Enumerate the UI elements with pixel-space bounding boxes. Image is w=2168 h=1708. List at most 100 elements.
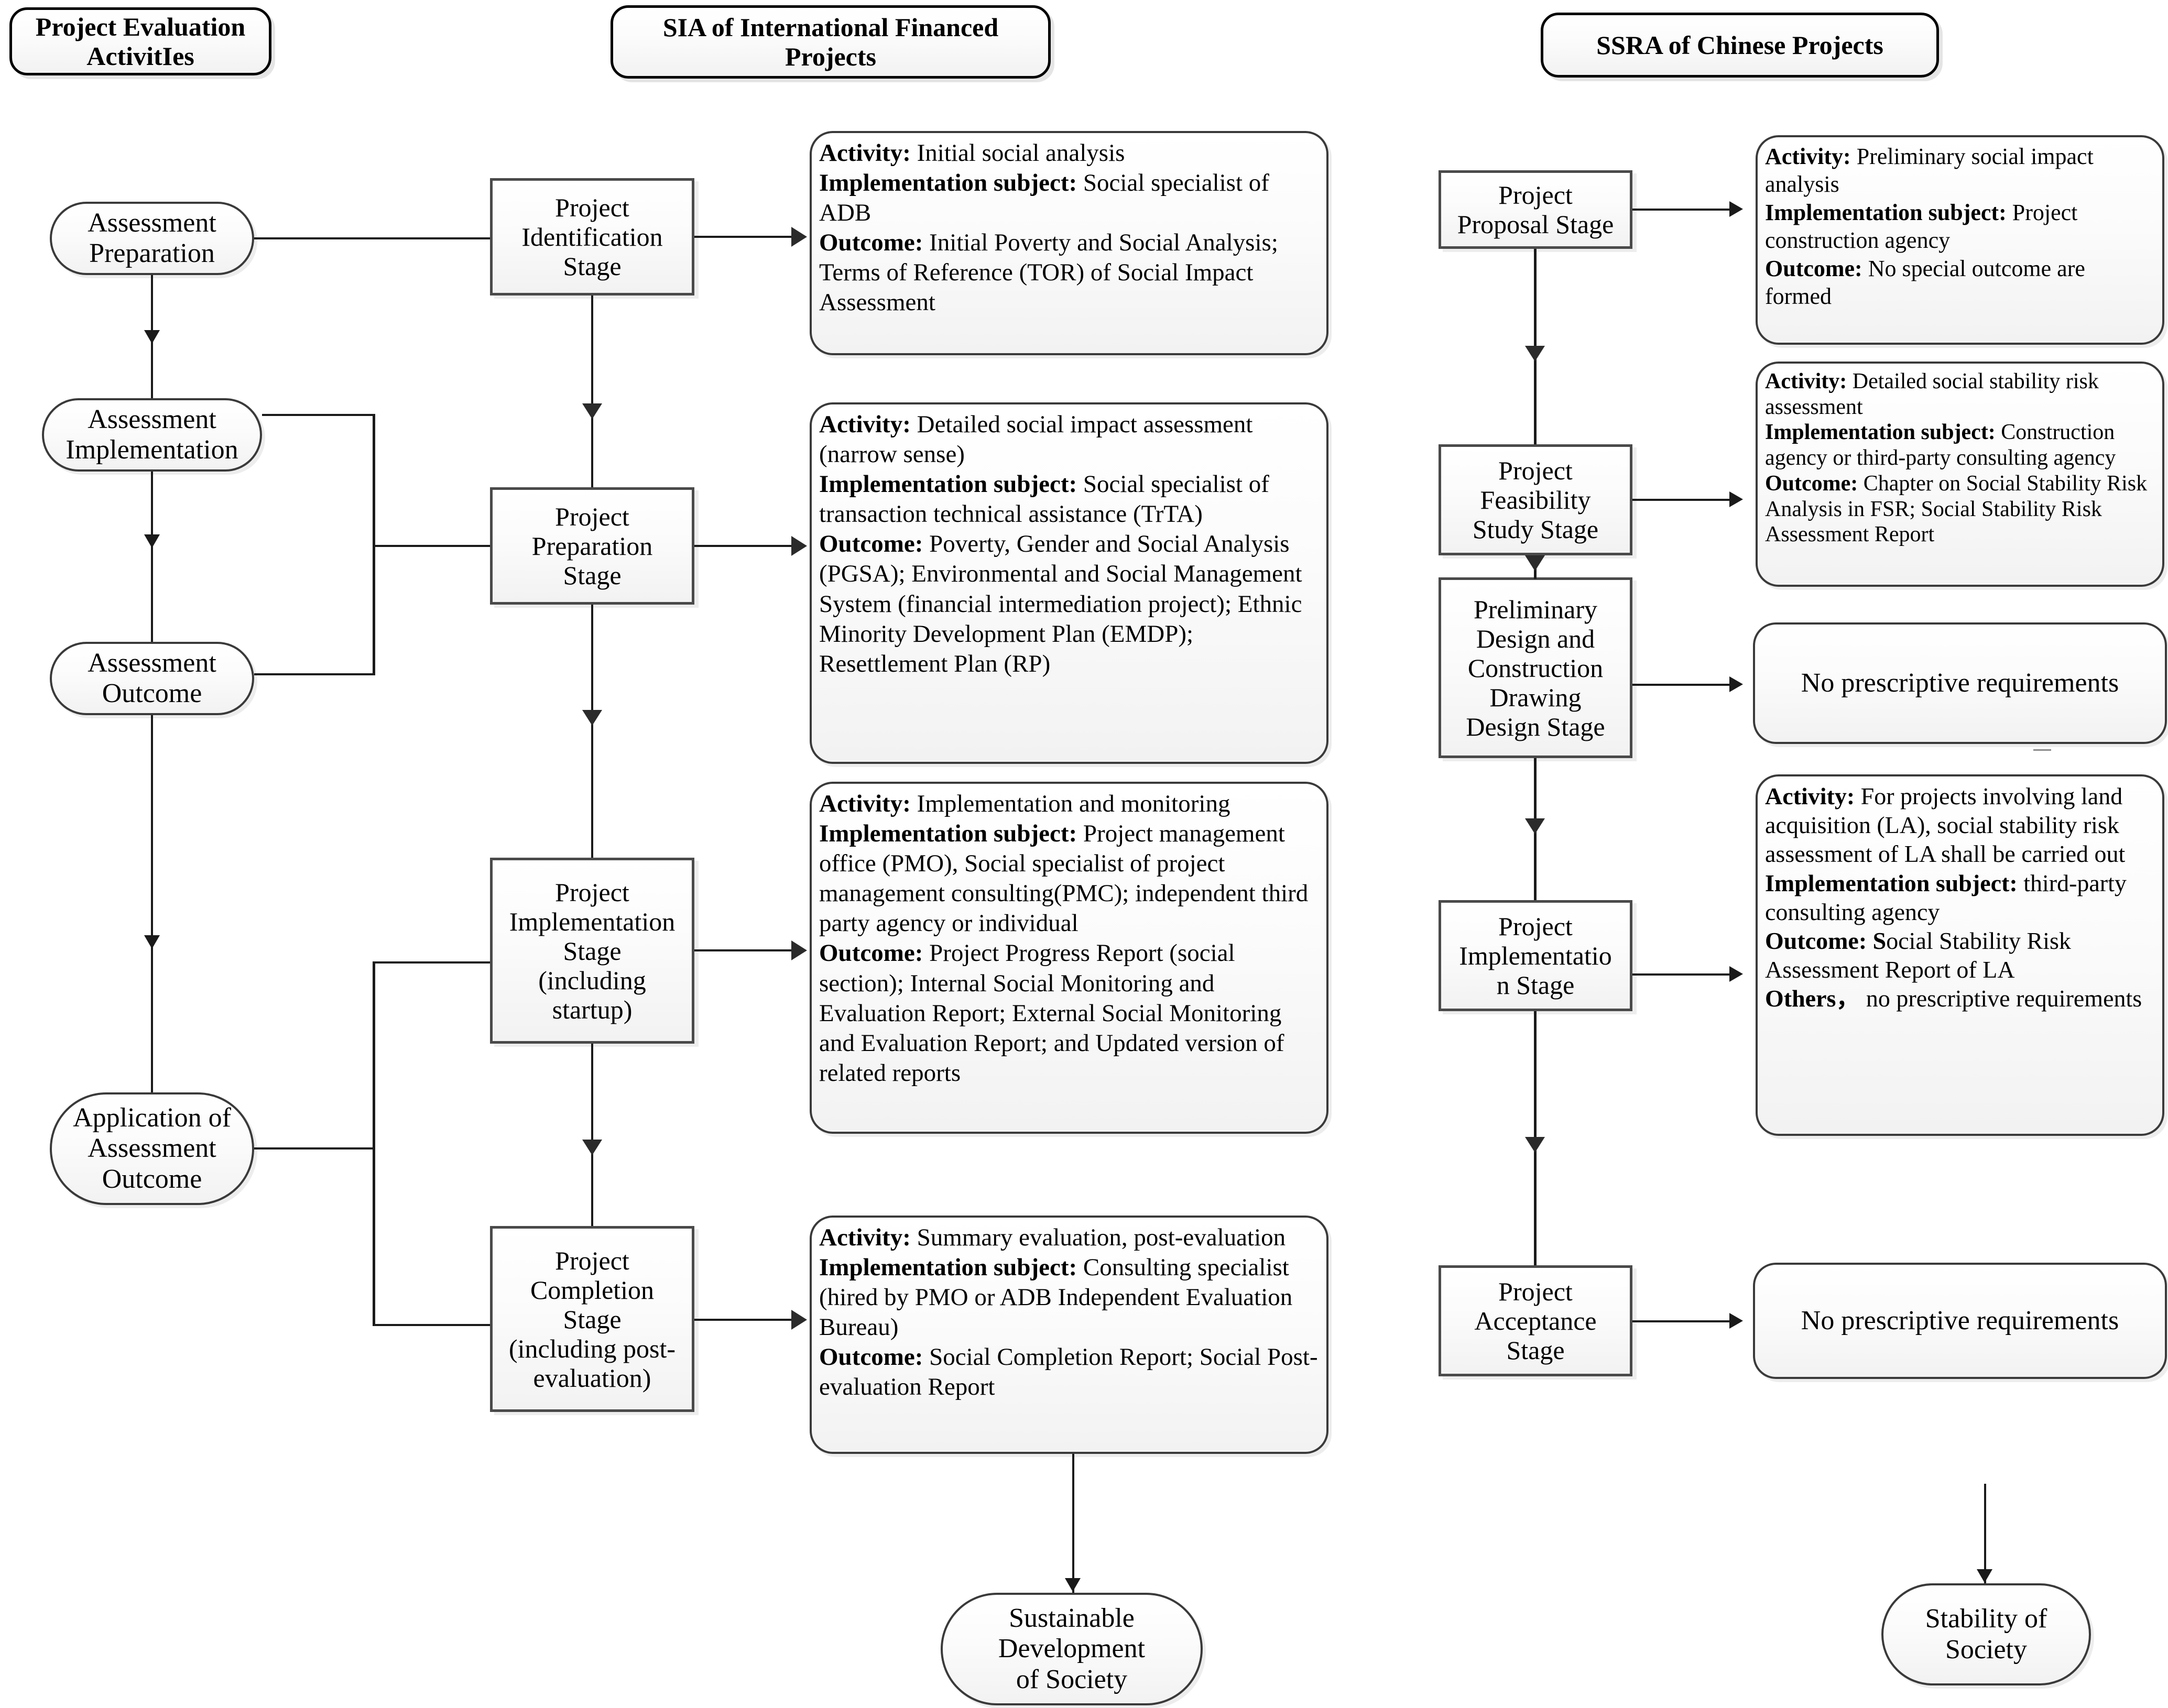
design-tick-mark [2033,749,2051,751]
node-stability-of-society[interactable]: Stability of Society [1881,1583,2091,1685]
node-label: Project Feasibility Study Stage [1472,456,1599,544]
detail-line-outcome: Outcome: Social Completion Report; Socia… [819,1342,1318,1402]
detail-outcome-label: Outcome: [819,229,923,257]
connector-identification-to-detail [694,236,797,238]
connector-implementation-to-completion [591,1044,593,1226]
node-preliminary-design-stage[interactable]: Preliminary Design and Construction Draw… [1439,577,1632,758]
detail-subject-text: Project construction agency [1765,199,2078,254]
arrowhead-implementation-to-detail [791,940,807,960]
detail-box-ssra-feasibility: Activity: Detailed social stability risk… [1756,362,2164,587]
arrowhead-feasibility-to-detail [1729,491,1743,507]
node-label: Project Preparation Stage [531,502,653,590]
arrowhead-identification-to-detail [791,227,807,247]
node-project-feasibility-study-stage[interactable]: Project Feasibility Study Stage [1439,444,1632,555]
detail-box-sia-preparation: Activity: Detailed social impact assessm… [810,402,1328,764]
arrowhead-preparation-to-implementation [582,710,602,726]
detail-line-outcome: Outcome: Project Progress Report (social… [819,938,1318,1088]
header-label: SSRA of Chinese Projects [1596,30,1883,60]
detail-line-activity: Activity: Summary evaluation, post-evalu… [819,1223,1318,1253]
connector-preparation-to-implementation [591,605,593,858]
detail-subject-label: Implementation subject: [819,820,1077,848]
node-label: Application of Assessment Outcome [73,1103,231,1194]
node-label: Project Acceptance Stage [1474,1277,1597,1365]
detail-subject-label: Implementation subject: [819,169,1077,197]
connector-bracket-to-completion [373,1324,490,1326]
detail-box-sia-identification: Activity: Initial social analysis Implem… [810,131,1328,355]
detail-line-subject: Implementation subject: Project manageme… [819,819,1318,938]
detail-text: No prescriptive requirements [1801,1305,2119,1335]
detail-outcome-label: Outcome: [819,939,923,967]
node-assessment-preparation[interactable]: Assessment Preparation [50,202,254,275]
connector-identification-to-preparation [591,295,593,487]
detail-outcome-label: Outcome: [1765,255,1862,281]
detail-line-outcome: Outcome: No special outcome are formed [1765,255,2154,311]
node-project-acceptance-stage[interactable]: Project Acceptance Stage [1439,1265,1632,1376]
detail-activity-text: Detailed social impact assessment (narro… [819,411,1253,468]
detail-line-activity: Activity: Implementation and monitoring [819,789,1318,819]
connector-impl-bracket-top [262,414,375,416]
node-label: Project Completion Stage (including post… [508,1245,676,1393]
arrowhead-design-to-implementation [1525,818,1545,834]
connector-bracket-vertical-2 [373,961,375,1326]
node-project-preparation-stage[interactable]: Project Preparation Stage [490,487,694,605]
detail-text: No prescriptive requirements [1801,667,2119,698]
node-project-completion-stage[interactable]: Project Completion Stage (including post… [490,1226,694,1412]
node-project-proposal-stage[interactable]: Project Proposal Stage [1439,170,1632,249]
detail-box-ssra-implementation: Activity: For projects involving land ac… [1756,774,2164,1136]
detail-line-subject: Implementation subject: Construction age… [1765,420,2154,470]
node-project-implementation-stage[interactable]: Project Implementation Stage (including … [490,858,694,1044]
detail-activity-label: Activity: [1765,144,1851,169]
header-project-evaluation-activities: Project Evaluation ActivitIes [9,7,271,75]
node-assessment-outcome[interactable]: Assessment Outcome [50,642,254,715]
arrowhead-acceptance-to-detail [1729,1313,1743,1329]
arrowhead-preparation-to-detail [791,536,807,556]
arrowhead-proposal-to-feasibility [1525,346,1545,362]
detail-activity-label: Activity: [819,1224,911,1251]
detail-activity-text: For projects involving land acquisition … [1765,783,2126,868]
detail-line-subject: Implementation subject: Social specialis… [819,469,1318,529]
node-label: Stability of Society [1925,1604,2047,1665]
arrowhead-implementation-cn-to-detail [1729,966,1743,982]
node-project-implementation-stage-cn[interactable]: Project Implementatio n Stage [1439,900,1632,1011]
node-label: Assessment Implementation [66,404,238,465]
connector-outcome-bracket-bottom [254,673,375,675]
node-label: Project Identification Stage [521,193,663,281]
arrowhead-implementation-to-completion [582,1140,602,1155]
node-label: Project Implementatio n Stage [1459,912,1612,1000]
detail-activity-text: Summary evaluation, post-evaluation [910,1224,1286,1251]
detail-outcome-text: Chapter on Social Stability Risk Analysi… [1765,471,2148,547]
detail-outcome-text: Project Progress Report (social section)… [819,939,1284,1087]
connector-completion-detail-to-outcome [1072,1454,1074,1593]
node-label: Project Proposal Stage [1457,180,1614,239]
detail-line-activity: Activity: Detailed social impact assessm… [819,410,1318,469]
detail-others-text: no prescriptive requirements [1860,985,2142,1012]
node-project-identification-stage[interactable]: Project Identification Stage [490,178,694,295]
detail-activity-text: Initial social analysis [910,139,1125,167]
node-label: Assessment Preparation [88,207,216,268]
detail-box-ssra-acceptance: No prescriptive requirements [1753,1263,2167,1379]
detail-box-sia-completion: Activity: Summary evaluation, post-evalu… [810,1216,1328,1454]
arrowhead-proposal-to-detail [1729,201,1743,217]
detail-subject-text: Social specialist of ADB [819,169,1269,227]
connector-completion-to-detail [694,1319,797,1321]
node-assessment-implementation[interactable]: Assessment Implementation [42,398,262,472]
connector-to-stability-of-society [1984,1484,1986,1583]
node-application-of-assessment-outcome[interactable]: Application of Assessment Outcome [50,1092,254,1205]
connector-outcome-to-application [151,715,153,1092]
detail-subject-label: Implementation subject: [1765,869,2018,896]
node-label: Project Implementation Stage (including … [509,877,676,1024]
detail-line-outcome: Outcome: Social Stability Risk Assessmen… [1765,926,2154,984]
arrowhead-completion-to-detail [791,1310,807,1330]
detail-activity-label: Activity: [819,139,911,167]
arrowhead-implementation-to-acceptance [1525,1137,1545,1153]
connector-preparation-to-detail [694,545,797,547]
arrowhead-prep-to-impl [144,330,160,344]
node-label: Assessment Outcome [88,648,216,708]
detail-subject-text: Construction agency or third-party consu… [1765,420,2116,470]
detail-activity-text: Implementation and monitoring [910,790,1230,817]
detail-outcome-label: Outcome: S [1765,927,1887,954]
detail-subject-text: third-party consulting agency [1765,869,2127,925]
detail-line-activity: Activity: Initial social analysis [819,138,1318,168]
detail-outcome-label: Outcome: [1765,471,1858,496]
node-sustainable-development-of-society[interactable]: Sustainable Development of Society [941,1593,1203,1705]
